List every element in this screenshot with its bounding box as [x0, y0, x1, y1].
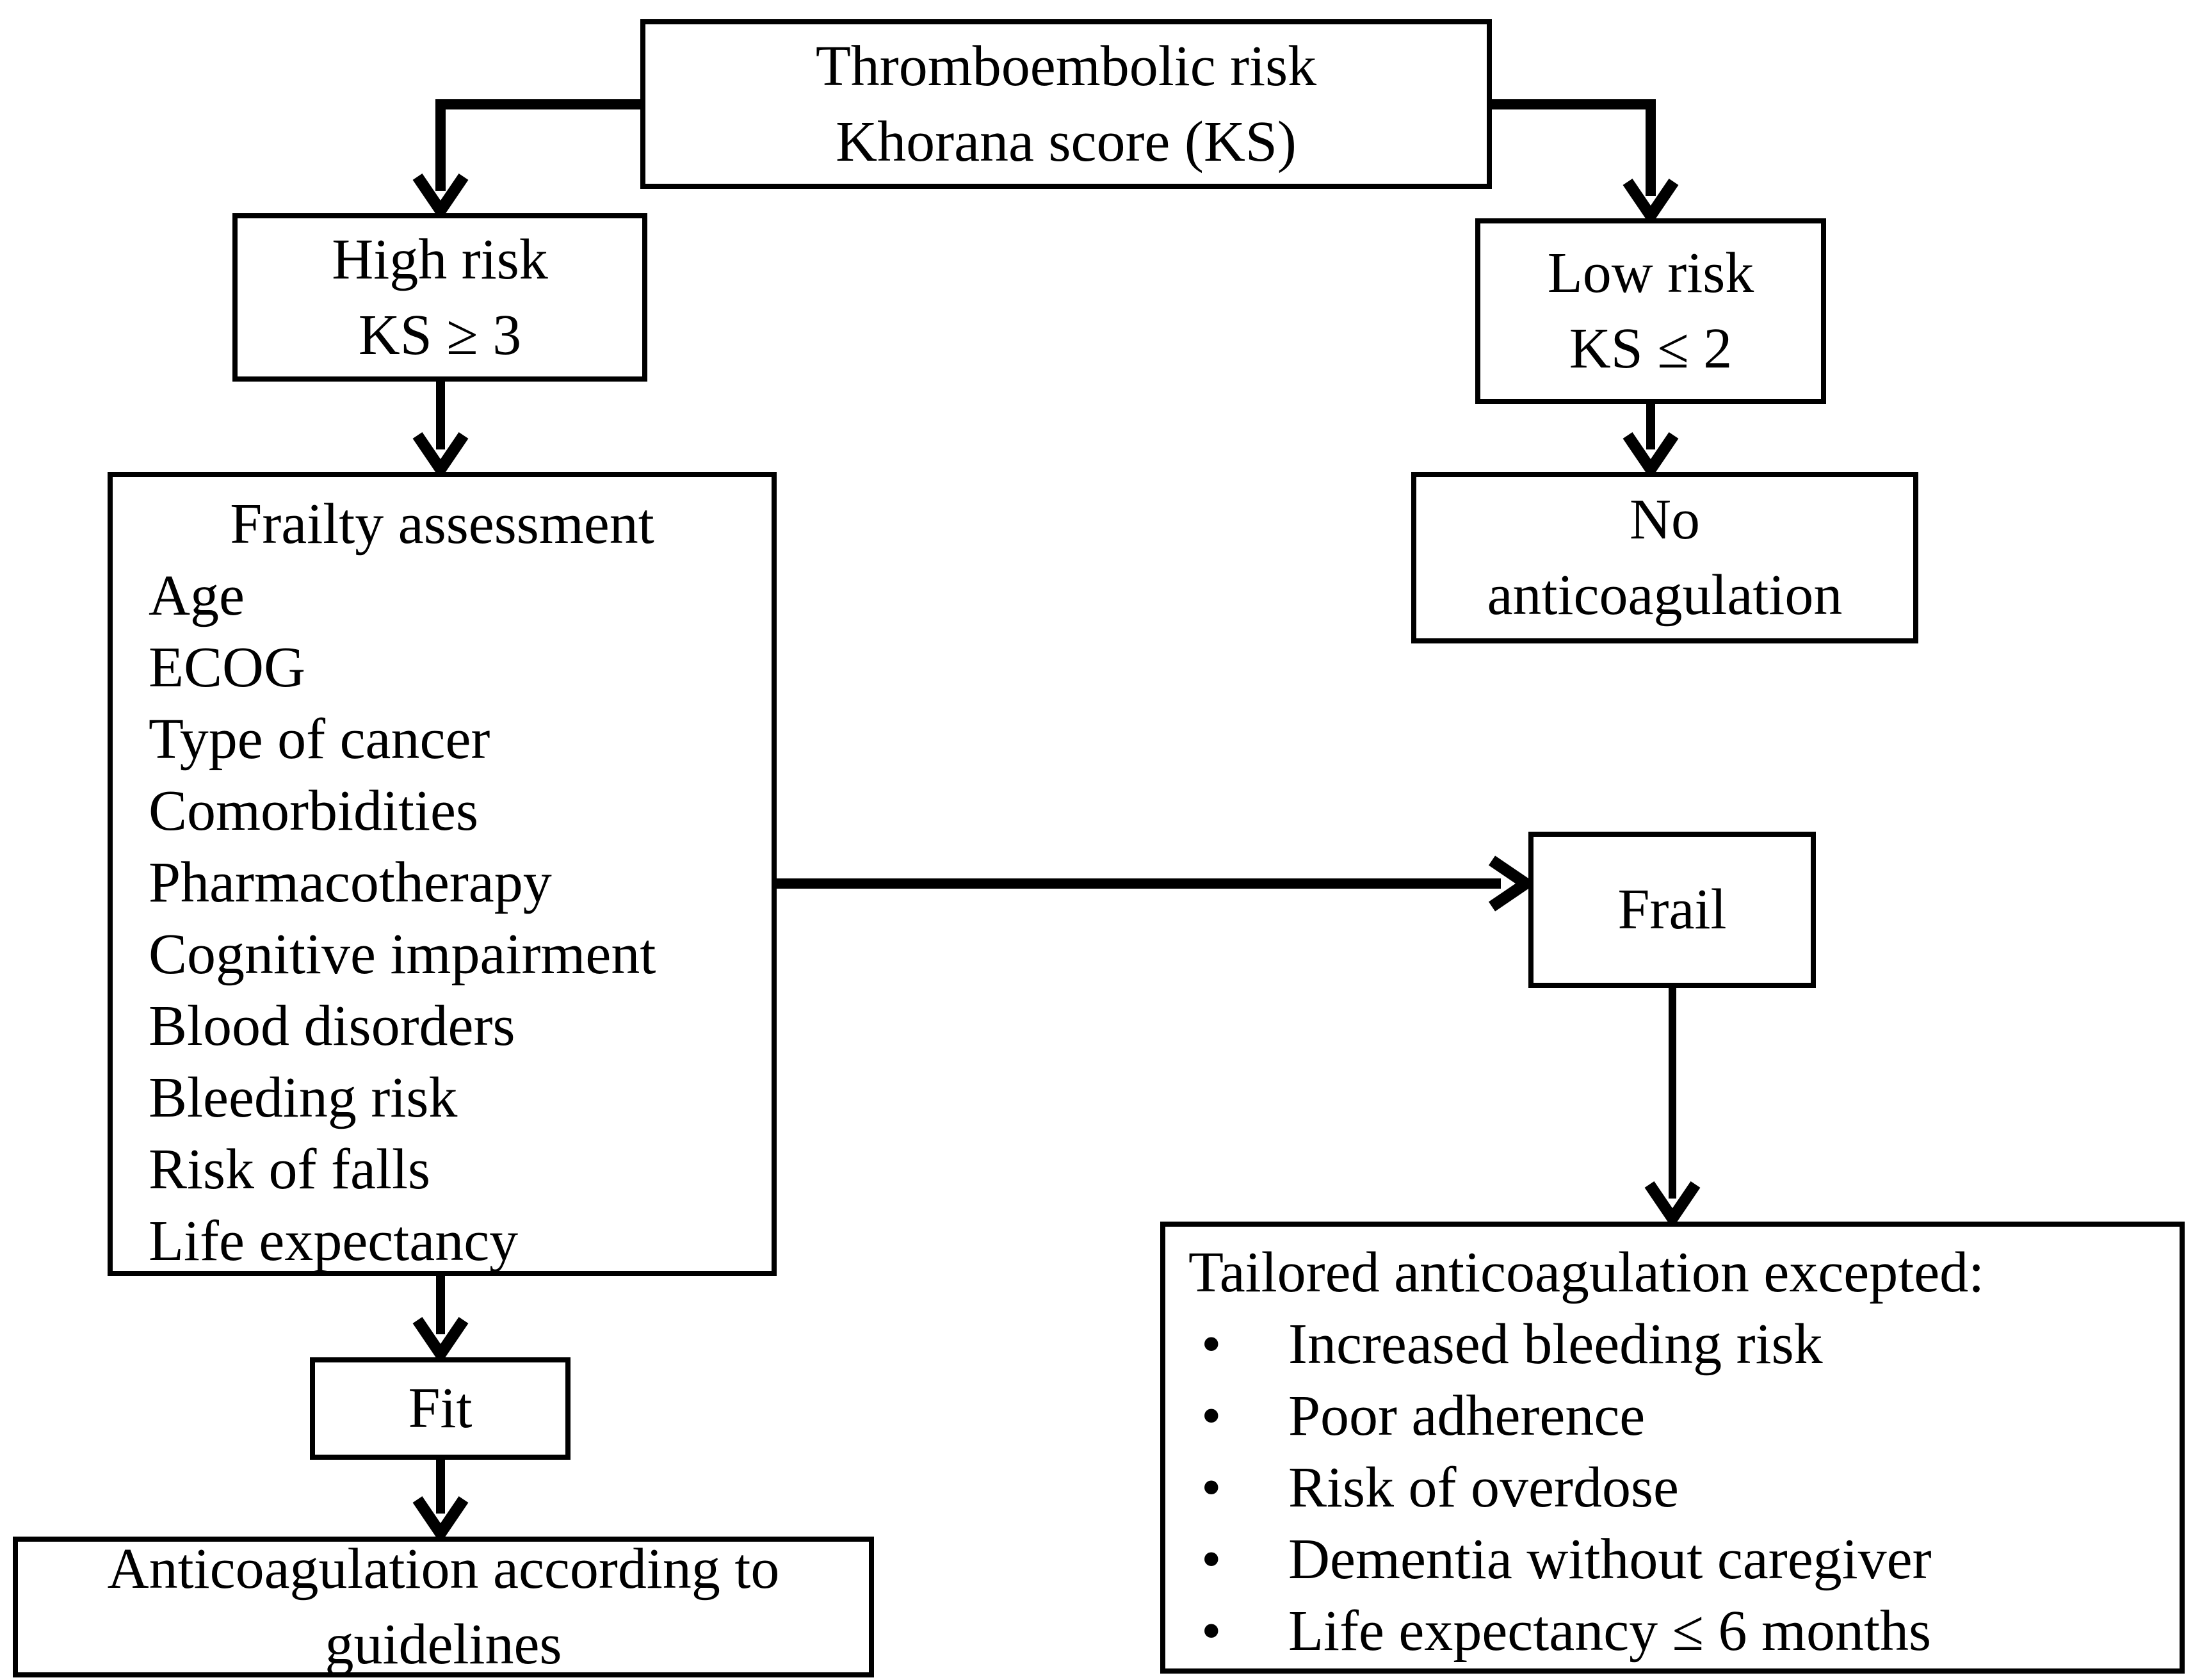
frailty-item: Blood disorders — [149, 994, 515, 1058]
frailty-item: Cognitive impairment — [149, 923, 656, 986]
arrowhead-right-icon — [1488, 855, 1537, 912]
bullet-icon: • — [1201, 1456, 1222, 1519]
node-fit: Fit — [310, 1357, 571, 1460]
frailty-item: Life expectancy — [149, 1209, 519, 1273]
node-no-anticoagulation-line1: No — [1630, 488, 1700, 551]
tailored-bullet-row: • Dementia without caregiver — [1188, 1524, 2167, 1595]
arrowhead-down-icon — [1622, 432, 1679, 480]
tailored-item: Increased bleeding risk — [1288, 1312, 1823, 1376]
node-anticoagulation-guidelines: Anticoagulation according to guidelines — [13, 1537, 874, 1677]
bullet-icon: • — [1201, 1312, 1222, 1376]
frailty-item: Comorbidities — [149, 779, 478, 843]
node-thromboembolic-risk-line2: Khorana score (KS) — [836, 109, 1297, 174]
frailty-assessment-title: Frailty assessment — [230, 492, 654, 556]
node-thromboembolic-risk-line1: Thromboembolic risk — [815, 34, 1317, 98]
connector-frailty-to-frail — [774, 855, 1537, 912]
connector-frail-to-tailored — [1644, 987, 1701, 1229]
connector-frailty-to-fit — [412, 1275, 469, 1365]
node-low-risk: Low risk KS ≤ 2 — [1475, 218, 1826, 404]
connector-root-to-high-risk — [412, 99, 644, 222]
tailored-item: Risk of overdose — [1288, 1456, 1679, 1519]
node-thromboembolic-risk: Thromboembolic risk Khorana score (KS) — [640, 19, 1492, 189]
node-no-anticoagulation: No anticoagulation — [1411, 472, 1918, 643]
node-tailored-anticoagulation: Tailored anticoagulation excepted: • Inc… — [1160, 1222, 2185, 1674]
arrowhead-down-icon — [1644, 1181, 1701, 1229]
node-frail: Frail — [1528, 832, 1816, 988]
tailored-bullet-row: • Increased bleeding risk — [1188, 1309, 2167, 1380]
tailored-item: Life expectancy ≤ 6 months — [1288, 1599, 1932, 1663]
connector-root-to-high-risk-line — [435, 99, 644, 191]
tailored-item: Poor adherence — [1288, 1384, 1646, 1448]
arrowhead-down-icon — [412, 432, 469, 480]
node-frail-label: Frail — [1617, 878, 1727, 941]
tailored-bullet-row: • Poor adherence — [1188, 1380, 2167, 1452]
frailty-item: Risk of falls — [149, 1138, 430, 1201]
tailored-bullet-row: • Life expectancy ≤ 6 months — [1188, 1595, 2167, 1667]
arrowhead-down-icon — [412, 173, 469, 222]
connector-fit-to-guidelines — [412, 1458, 469, 1544]
node-low-risk-line2: KS ≤ 2 — [1569, 317, 1733, 380]
node-high-risk-line2: KS ≥ 3 — [358, 303, 522, 367]
node-high-risk: High risk KS ≥ 3 — [232, 213, 647, 382]
connector-low-risk-to-no-anticoagulation — [1622, 403, 1679, 480]
node-anticoagulation-guidelines-line2: guidelines — [325, 1613, 562, 1676]
node-high-risk-line1: High risk — [332, 227, 548, 291]
frailty-item: ECOG — [149, 636, 305, 699]
connector-root-to-low-risk-line — [1488, 99, 1656, 196]
frailty-assessment-list: Age ECOG Type of cancer Comorbidities Ph… — [113, 560, 772, 1277]
frailty-item: Age — [149, 564, 245, 627]
connector-root-to-low-risk — [1488, 99, 1679, 227]
node-frailty-assessment: Frailty assessment Age ECOG Type of canc… — [108, 472, 777, 1276]
frailty-item: Type of cancer — [149, 707, 490, 771]
bullet-icon: • — [1201, 1528, 1222, 1591]
bullet-icon: • — [1201, 1384, 1222, 1448]
frailty-item: Bleeding risk — [149, 1066, 458, 1129]
node-no-anticoagulation-line2: anticoagulation — [1487, 563, 1843, 627]
node-anticoagulation-guidelines-line1: Anticoagulation according to — [107, 1537, 780, 1601]
tailored-anticoagulation-title: Tailored anticoagulation excepted: — [1188, 1241, 1985, 1304]
node-low-risk-line1: Low risk — [1547, 241, 1754, 305]
node-fit-label: Fit — [408, 1377, 473, 1440]
arrowhead-down-icon — [1622, 178, 1679, 227]
bullet-icon: • — [1201, 1599, 1222, 1663]
tailored-bullet-row: • Risk of overdose — [1188, 1452, 2167, 1524]
tailored-item: Dementia without caregiver — [1288, 1528, 1932, 1591]
arrowhead-down-icon — [412, 1316, 469, 1365]
frailty-item: Pharmacotherapy — [149, 851, 552, 914]
connector-high-risk-to-frailty — [412, 382, 469, 480]
arrowhead-down-icon — [412, 1496, 469, 1544]
